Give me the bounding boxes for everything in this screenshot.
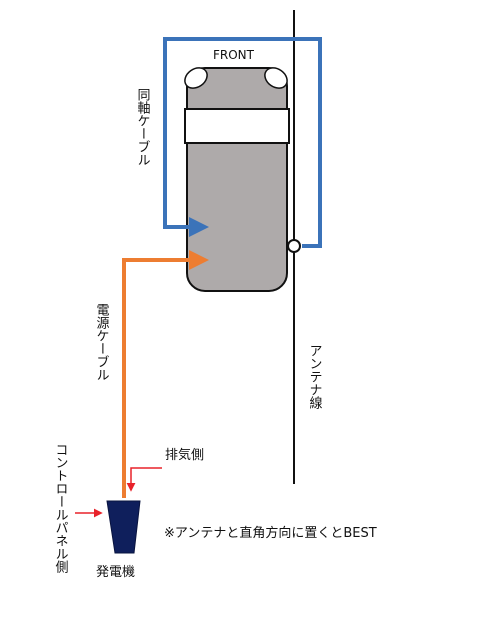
coax-cable	[163, 37, 322, 248]
vehicle-body	[186, 67, 288, 292]
exhaust-arrow	[126, 467, 162, 492]
placement-note: ※アンテナと直角方向に置くとBEST	[164, 525, 377, 541]
generator-label: 発電機	[96, 565, 135, 580]
power-cable	[122, 250, 209, 498]
power-cable-label: 電源ケーブル	[94, 303, 110, 381]
right-headlight	[264, 67, 288, 89]
control-panel-side-label: コントロールパネル側	[53, 443, 69, 573]
left-headlight	[184, 67, 208, 89]
antenna-feed-point	[287, 239, 301, 253]
windshield	[184, 108, 290, 144]
antenna-wire-label: アンテナ線	[307, 344, 323, 409]
front-label: FRONT	[213, 48, 255, 62]
generator-shape	[106, 500, 141, 554]
exhaust-side-label: 排気側	[165, 447, 204, 463]
coax-cable-label: 同軸ケーブル	[135, 88, 151, 166]
